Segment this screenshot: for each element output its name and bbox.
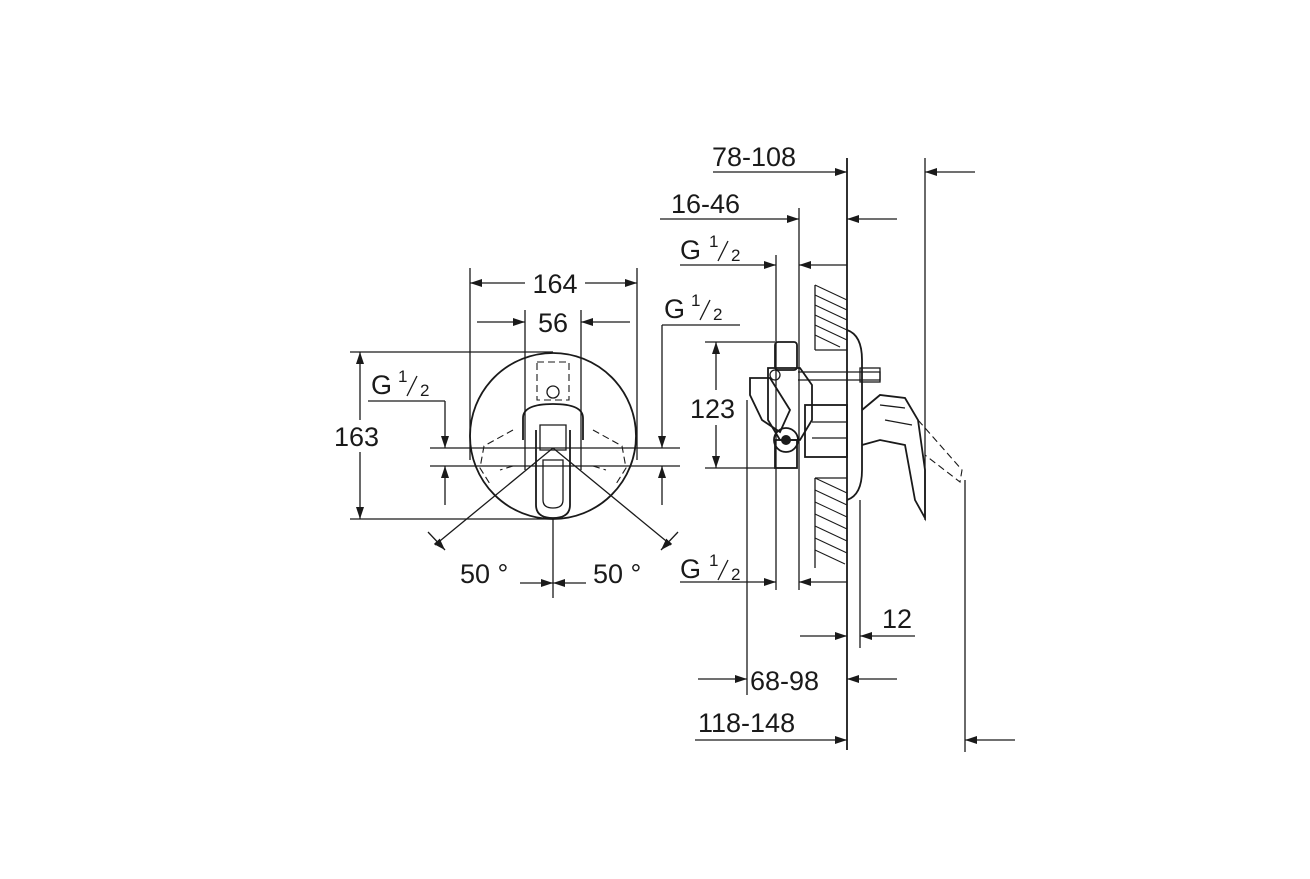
- hidden-body-left: [479, 429, 514, 485]
- handle-base: [522, 403, 584, 440]
- svg-text:2: 2: [420, 381, 429, 400]
- svg-text:2: 2: [731, 246, 740, 265]
- svg-text:1: 1: [398, 367, 407, 386]
- escutcheon-plate: [469, 352, 637, 520]
- svg-text:G: G: [664, 294, 685, 324]
- side-lever-handle[interactable]: [861, 394, 926, 522]
- dim-78-108: 78-108: [712, 142, 796, 172]
- angle-right-50: 50 °: [593, 559, 641, 589]
- dim-118-148: 118-148: [698, 708, 795, 738]
- mixer-body: [749, 341, 881, 469]
- svg-text:G: G: [680, 554, 701, 584]
- svg-text:G: G: [680, 235, 701, 265]
- dim-16-46: 16-46: [671, 189, 740, 219]
- label-g-half-right: G 1 2: [664, 291, 722, 324]
- dim-68-98: 68-98: [750, 666, 819, 696]
- svg-text:1: 1: [709, 551, 718, 570]
- side-view: 78-108 16-46 G 1 2 123 G 1 2: [660, 142, 1015, 752]
- cartridge-screw: [546, 385, 560, 399]
- handle-lever: [535, 430, 571, 519]
- svg-text:2: 2: [713, 305, 722, 324]
- dim-height-163: 163: [334, 422, 379, 452]
- wall-hatching-top: [814, 284, 848, 351]
- dim-width-164: 164: [532, 269, 577, 299]
- label-g-half-top: G 1 2: [680, 232, 740, 265]
- handle-inner: [539, 424, 567, 451]
- label-g-half-bottom: G 1 2: [680, 551, 740, 584]
- lever-swing-path: [917, 419, 963, 483]
- svg-text:2: 2: [731, 565, 740, 584]
- wall-hatching-bottom: [814, 477, 848, 568]
- dim-handle-56: 56: [538, 308, 568, 338]
- svg-text:G: G: [371, 370, 392, 400]
- dim-123: 123: [690, 394, 735, 424]
- handle-grip: [542, 459, 564, 509]
- angle-left-50: 50 °: [460, 559, 508, 589]
- dim-12: 12: [882, 604, 912, 634]
- escutcheon-profile: [846, 329, 863, 501]
- front-view: 164 56 163 G 1 2 G 1: [334, 268, 740, 598]
- hidden-cartridge: [536, 361, 570, 401]
- svg-text:1: 1: [691, 291, 700, 310]
- label-g-half-left: G 1 2: [371, 367, 429, 400]
- hidden-body-right: [592, 429, 627, 485]
- svg-text:1: 1: [709, 232, 718, 251]
